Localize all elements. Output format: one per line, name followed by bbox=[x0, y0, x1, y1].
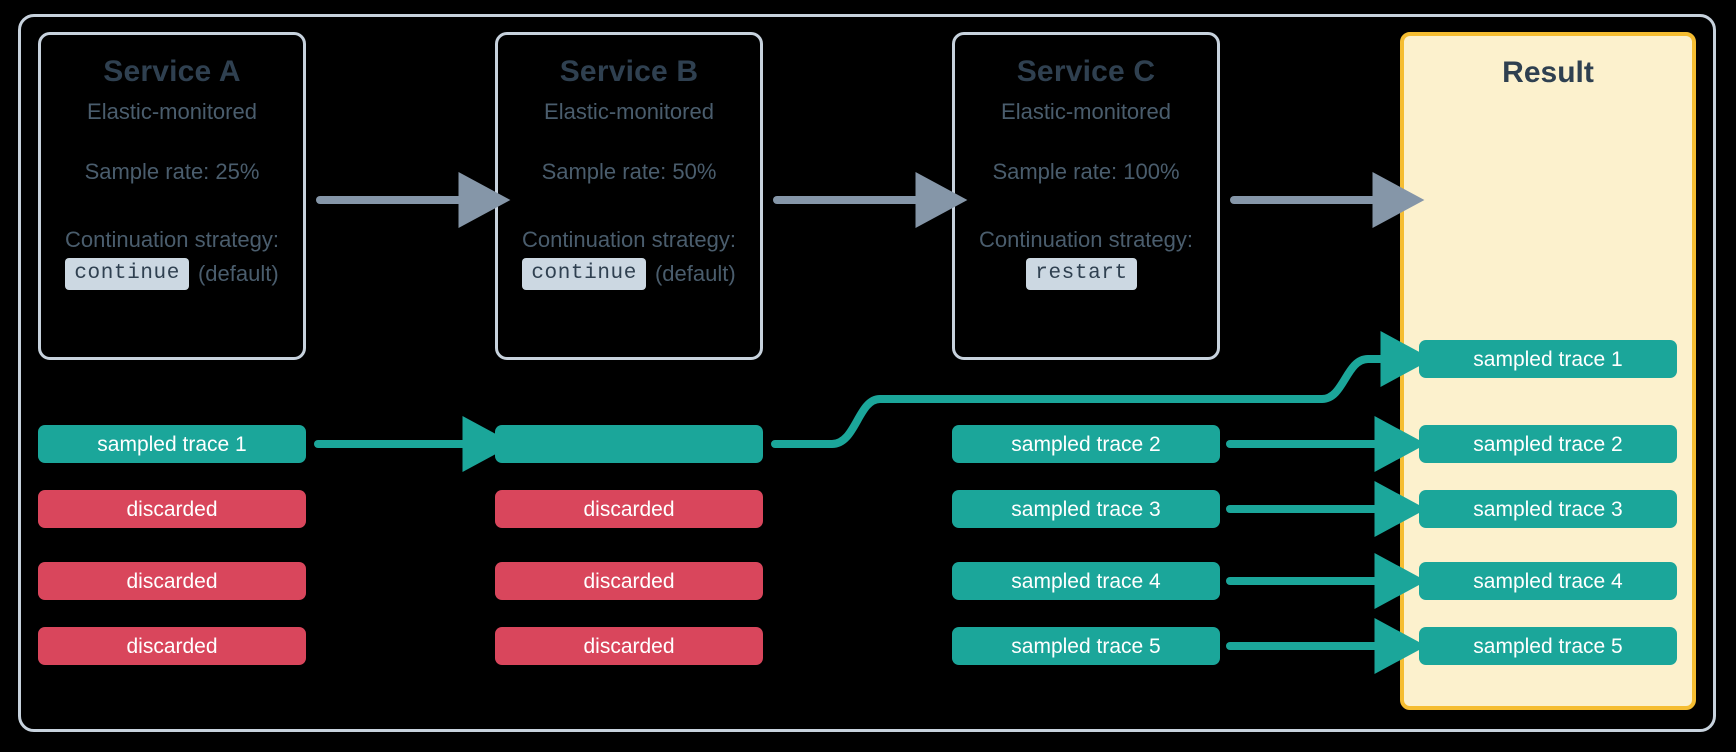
service-b-strategy-label: Continuation strategy: bbox=[521, 227, 737, 252]
trace-pill-c-3: sampled trace 4 bbox=[952, 562, 1220, 600]
service-a-strategy-label: Continuation strategy: bbox=[64, 227, 280, 252]
service-b-subtitle: Elastic-monitored bbox=[544, 99, 714, 124]
trace-pill-b-1 bbox=[495, 425, 763, 463]
service-a-strategy-row: continue (default) bbox=[65, 258, 279, 291]
service-b-strategy-note: (default) bbox=[654, 261, 736, 287]
service-a-strategy-value: continue bbox=[65, 258, 189, 291]
service-box-a: Service A Elastic-monitored Sample rate:… bbox=[38, 32, 306, 360]
service-box-c: Service C Elastic-monitored Sample rate:… bbox=[952, 32, 1220, 360]
trace-pill-a-1: sampled trace 1 bbox=[38, 425, 306, 463]
diagram-outer-frame bbox=[18, 14, 1716, 732]
trace-pill-b-2: discarded bbox=[495, 490, 763, 528]
result-title: Result bbox=[1502, 56, 1594, 89]
trace-pill-a-4: discarded bbox=[38, 627, 306, 665]
service-c-title: Service C bbox=[1016, 55, 1156, 88]
service-a-title: Service A bbox=[103, 55, 241, 88]
service-b-title: Service B bbox=[559, 55, 699, 88]
service-b-strategy-row: continue (default) bbox=[522, 258, 736, 291]
trace-pill-b-3: discarded bbox=[495, 562, 763, 600]
result-pill-4: sampled trace 4 bbox=[1419, 562, 1677, 600]
result-pill-2: sampled trace 2 bbox=[1419, 425, 1677, 463]
result-pill-1: sampled trace 1 bbox=[1419, 340, 1677, 378]
service-a-subtitle: Elastic-monitored bbox=[87, 99, 257, 124]
service-c-strategy-label: Continuation strategy: bbox=[978, 227, 1194, 252]
service-a-strategy-note: (default) bbox=[197, 261, 279, 287]
service-c-sample-rate: Sample rate: 100% bbox=[992, 159, 1180, 184]
service-b-sample-rate: Sample rate: 50% bbox=[541, 159, 717, 184]
trace-pill-a-3: discarded bbox=[38, 562, 306, 600]
trace-pill-c-2: sampled trace 3 bbox=[952, 490, 1220, 528]
service-a-sample-rate: Sample rate: 25% bbox=[84, 159, 260, 184]
trace-pill-c-4: sampled trace 5 bbox=[952, 627, 1220, 665]
trace-pill-c-1: sampled trace 2 bbox=[952, 425, 1220, 463]
service-c-subtitle: Elastic-monitored bbox=[1001, 99, 1171, 124]
trace-pill-a-2: discarded bbox=[38, 490, 306, 528]
service-c-strategy-row: restart bbox=[1026, 258, 1145, 291]
trace-pill-b-4: discarded bbox=[495, 627, 763, 665]
service-box-b: Service B Elastic-monitored Sample rate:… bbox=[495, 32, 763, 360]
service-c-strategy-value: restart bbox=[1026, 258, 1137, 291]
service-b-strategy-value: continue bbox=[522, 258, 646, 291]
result-pill-3: sampled trace 3 bbox=[1419, 490, 1677, 528]
result-pill-5: sampled trace 5 bbox=[1419, 627, 1677, 665]
